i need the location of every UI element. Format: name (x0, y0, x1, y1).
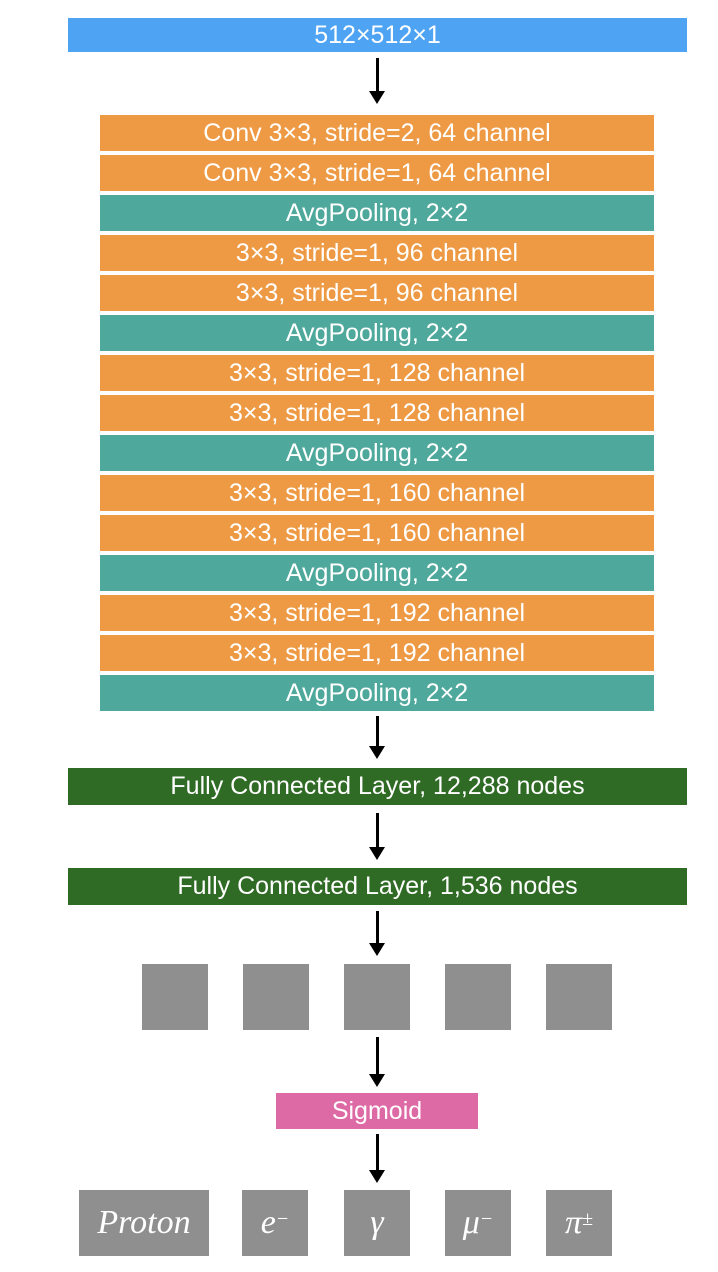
input-layer: 512×512×1 (68, 18, 687, 52)
conv-layer: 3×3, stride=1, 96 channel (100, 235, 654, 271)
output-class-label: μ (462, 1204, 480, 1241)
conv-layer: 3×3, stride=1, 192 channel (100, 635, 654, 671)
output-node (445, 964, 511, 1030)
output-class-label: γ (370, 1204, 384, 1241)
output-class-superscript: − (479, 1207, 494, 1230)
output-class-proton: Proton (79, 1190, 209, 1256)
output-class-superscript: ± (582, 1207, 594, 1230)
fully-connected-layer-1: Fully Connected Layer, 12,288 nodes (68, 768, 687, 805)
output-class-gamma: γ (344, 1190, 410, 1256)
output-node (142, 964, 208, 1030)
sigmoid-activation: Sigmoid (276, 1093, 478, 1129)
output-node (243, 964, 309, 1030)
fully-connected-layer-2: Fully Connected Layer, 1,536 nodes (68, 868, 687, 905)
output-class-pion: π± (546, 1190, 612, 1256)
conv-layer: 3×3, stride=1, 160 channel (100, 515, 654, 551)
output-class-label: π (564, 1204, 583, 1241)
conv-layer: 3×3, stride=1, 96 channel (100, 275, 654, 311)
conv-layer: 3×3, stride=1, 128 channel (100, 395, 654, 431)
conv-layer: Conv 3×3, stride=1, 64 channel (100, 155, 654, 191)
output-node (546, 964, 612, 1030)
avg-pooling-layer: AvgPooling, 2×2 (100, 555, 654, 591)
conv-layer: 3×3, stride=1, 128 channel (100, 355, 654, 391)
conv-layer: 3×3, stride=1, 192 channel (100, 595, 654, 631)
output-node (344, 964, 410, 1030)
avg-pooling-layer: AvgPooling, 2×2 (100, 675, 654, 711)
output-class-muon: μ− (445, 1190, 511, 1256)
avg-pooling-layer: AvgPooling, 2×2 (100, 195, 654, 231)
conv-layer: Conv 3×3, stride=2, 64 channel (100, 115, 654, 151)
avg-pooling-layer: AvgPooling, 2×2 (100, 315, 654, 351)
output-class-label: e (260, 1204, 276, 1241)
output-class-electron: e− (242, 1190, 308, 1256)
conv-layer: 3×3, stride=1, 160 channel (100, 475, 654, 511)
avg-pooling-layer: AvgPooling, 2×2 (100, 435, 654, 471)
output-class-superscript: − (275, 1207, 290, 1230)
output-class-label: Proton (97, 1204, 191, 1241)
